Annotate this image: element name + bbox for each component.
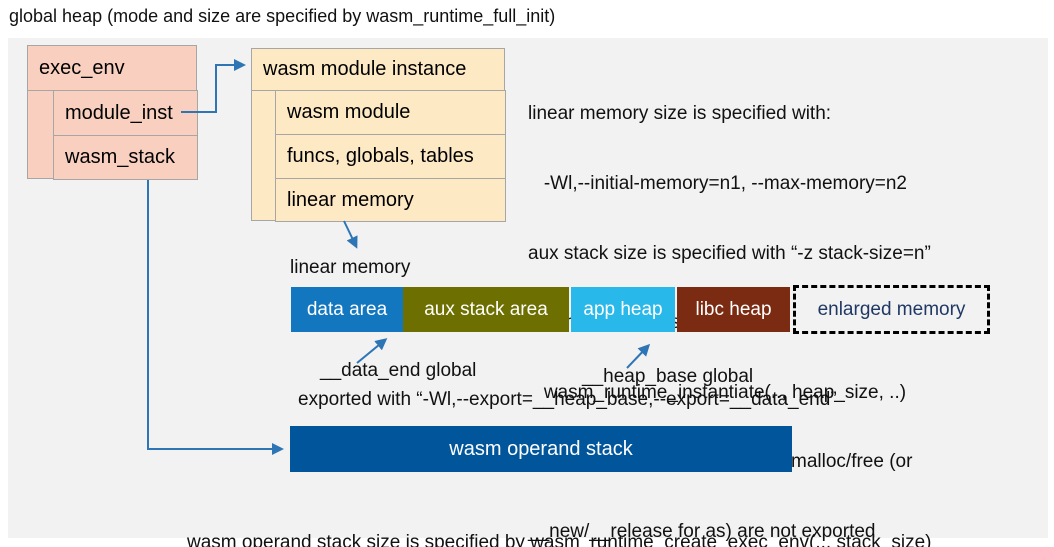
note-line: __new/__release for as) are not exported xyxy=(528,521,876,543)
note-line: linear memory size is specified with: xyxy=(528,103,832,125)
memory-segment-enlarged-memory: enlarged memory xyxy=(793,285,990,334)
memory-segment-libc-heap: libc heap xyxy=(677,287,790,332)
module-instance-field-funcs-globals-tables: funcs, globals, tables xyxy=(275,134,506,179)
note-line: -Wl,--initial-memory=n1, --max-memory=n2 xyxy=(528,173,907,195)
diagram-title: global heap (mode and size are specified… xyxy=(9,6,556,26)
note-line: aux stack size is specified with “-z sta… xyxy=(528,242,931,264)
exec-env-header: exec_env xyxy=(28,46,196,91)
bottom-notes: wasm operand stack size is specified by … xyxy=(187,483,932,547)
annotation-heap-base-global: __heap_base global xyxy=(582,366,754,387)
linear-memory-label: linear memory xyxy=(290,257,411,278)
module-instance-field-linear-memory: linear memory xyxy=(275,178,506,222)
exec-env-field-module-inst: module_inst xyxy=(53,90,198,136)
annotation-exported-with: exported with “-Wl,--export=__heap_base,… xyxy=(298,389,837,410)
memory-segment-app-heap: app heap xyxy=(571,287,675,332)
module-instance-header: wasm module instance xyxy=(252,49,504,91)
annotation-data-end-global: __data_end global xyxy=(320,360,477,381)
memory-segment-aux-stack-area: aux stack area xyxy=(403,287,569,332)
module-instance-field-wasm-module: wasm module xyxy=(275,90,506,135)
bottom-note-line: wasm operand stack size is specified by … xyxy=(187,532,932,547)
memory-segment-data-area: data area xyxy=(291,287,403,332)
note-line: wasm_runtime_instantiate(.., heap_size, … xyxy=(528,381,907,403)
exec-env-box: exec_env module_inst wasm_stack xyxy=(27,45,198,180)
module-instance-box: wasm module instance wasm module funcs, … xyxy=(251,48,506,222)
wasm-operand-stack-bar: wasm operand stack xyxy=(290,426,792,472)
exec-env-field-wasm-stack: wasm_stack xyxy=(53,135,198,180)
